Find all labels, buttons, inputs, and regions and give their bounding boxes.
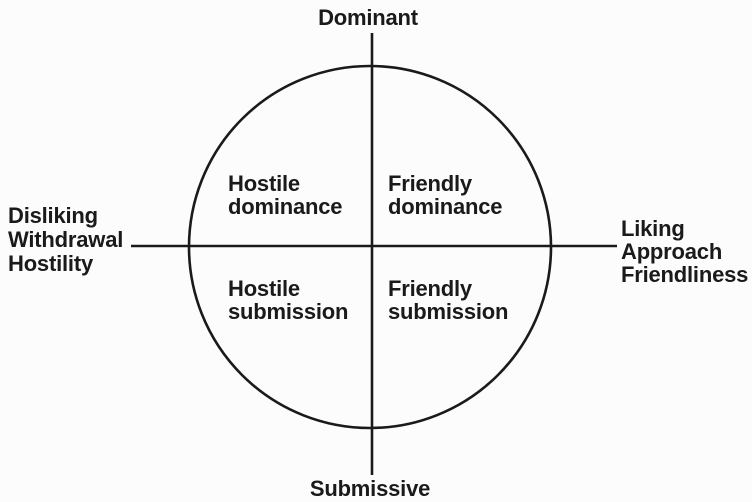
quadrant-label-line: dominance xyxy=(228,194,343,219)
axis-label-friendliness: Friendliness xyxy=(621,262,749,287)
quadrant-label-line: submission xyxy=(228,299,349,324)
axis-label-disliking: Disliking xyxy=(8,203,98,228)
quadrant-label-line: submission xyxy=(388,299,509,324)
axis-label-dominant: Dominant xyxy=(318,5,418,30)
axis-label-liking: Liking xyxy=(621,216,685,241)
quadrant-label-friendly-dominance: Friendly dominance xyxy=(388,171,503,219)
quadrant-label-line: Friendly xyxy=(388,276,472,301)
quadrant-label-hostile-dominance: Hostile dominance xyxy=(228,171,343,219)
axis-label-hostility: Hostility xyxy=(8,251,93,276)
quadrant-label-line: Friendly xyxy=(388,171,472,196)
quadrant-label-line: Hostile xyxy=(228,171,300,196)
quadrant-label-hostile-submission: Hostile submission xyxy=(228,277,348,323)
quadrant-label-line: dominance xyxy=(388,194,503,219)
quadrant-label-friendly-submission: Friendly submission xyxy=(388,277,508,323)
axis-label-approach: Approach xyxy=(621,239,723,264)
axis-label-submissive: Submissive xyxy=(309,476,431,501)
axis-label-right-group: Liking Approach Friendliness xyxy=(621,217,748,286)
axis-label-withdrawal: Withdrawal xyxy=(8,227,124,252)
quadrant-label-line: Hostile xyxy=(228,276,300,301)
axis-label-left-group: Disliking Withdrawal Hostility xyxy=(8,204,123,276)
